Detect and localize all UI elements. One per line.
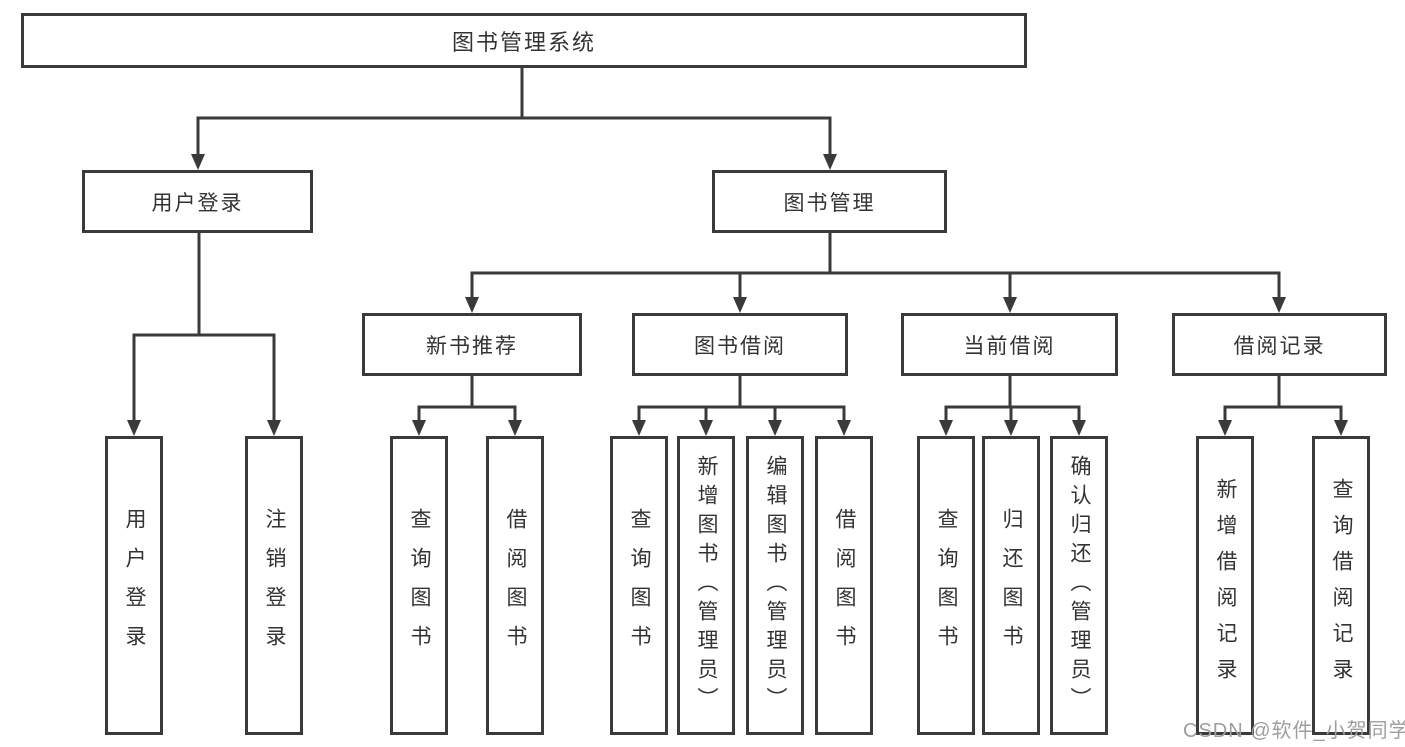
leaf-bw-query-books: 查询图书	[610, 436, 668, 735]
leaf-cl-confirm-return-admin: 确认归还（管理员）	[1050, 436, 1108, 735]
leaf-bw-borrow-books: 借阅图书	[815, 436, 873, 735]
node-label: 借阅记录	[1233, 334, 1326, 358]
node-book-borrowing: 图书借阅	[632, 313, 848, 376]
leaf-user-login: 用户登录	[105, 436, 163, 735]
node-new-book-recommendation: 新书推荐	[362, 313, 582, 376]
node-label: 图书借阅	[694, 334, 786, 358]
node-label: 新书推荐	[426, 334, 518, 358]
node-label: 图书管理系统	[451, 29, 596, 55]
leaf-nb-borrow-books: 借阅图书	[486, 436, 544, 735]
node-library-management-system: 图书管理系统	[21, 13, 1027, 68]
node-loan-records: 借阅记录	[1172, 313, 1387, 376]
leaf-cl-return-books: 归还图书	[982, 436, 1040, 735]
leaf-cl-query-books: 查询图书	[917, 436, 975, 735]
leaf-logout: 注销登录	[245, 436, 303, 735]
leaf-nb-query-books: 查询图书	[390, 436, 448, 735]
node-book-management: 图书管理	[712, 170, 947, 233]
leaf-lr-query-record: 查询借阅记录	[1312, 436, 1370, 735]
node-label: 用户登录	[151, 191, 244, 215]
node-label: 当前借阅	[963, 334, 1056, 358]
watermark: CSDN @软件_小贺同学	[1183, 720, 1405, 742]
leaf-bw-edit-books-admin: 编辑图书（管理员）	[746, 436, 804, 735]
node-user-login: 用户登录	[82, 170, 313, 233]
node-current-loans: 当前借阅	[901, 313, 1118, 376]
node-label: 图书管理	[783, 191, 876, 215]
leaf-lr-add-record: 新增借阅记录	[1196, 436, 1254, 735]
leaf-bw-add-books-admin: 新增图书（管理员）	[677, 436, 735, 735]
